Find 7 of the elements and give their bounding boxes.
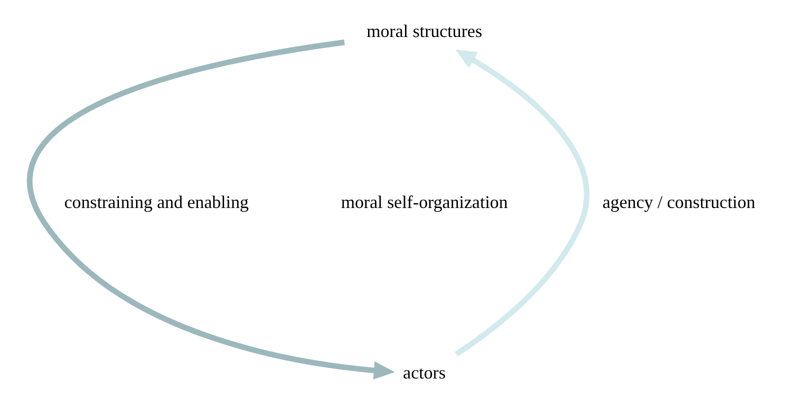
node-text: actors (403, 362, 446, 383)
edge-label: constraining and enabling (64, 192, 249, 212)
arrow (28, 40, 395, 380)
node-text: moral structures (366, 20, 482, 41)
edge-label: agency / construction (602, 192, 756, 212)
arrow (454, 50, 590, 356)
label: moral self-organization (340, 192, 508, 212)
